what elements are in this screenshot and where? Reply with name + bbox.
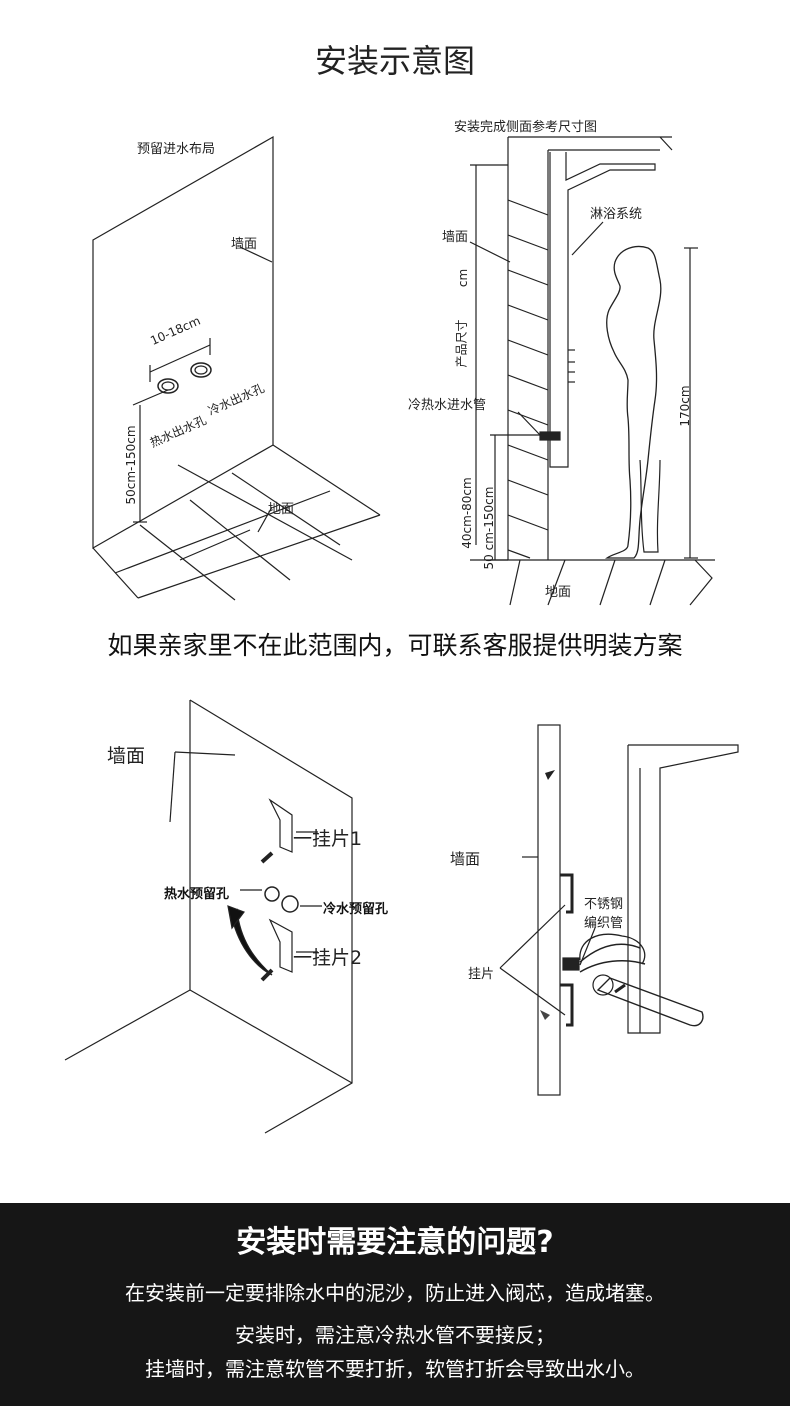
hose-label-line2: 编织管 xyxy=(584,916,624,931)
unit-label: cm xyxy=(456,268,470,288)
diagram3-wall-label: 墙面 xyxy=(107,745,146,767)
diagram4-bracket-label: 挂片 xyxy=(468,967,495,982)
bracket2-label: 一挂片2 xyxy=(293,947,363,969)
tip-line-1: 在安装前一定要排除水中的泥沙，防止进入阀芯，造成堵塞。 xyxy=(125,1281,665,1305)
page-title: 安装示意图 xyxy=(314,42,475,80)
diagram1-drawing xyxy=(92,135,381,601)
tip-line-2: 安装时，需注意冷热水管不要接反； xyxy=(235,1323,555,1347)
notice-text: 如果亲家里不在此范围内，可联系客服提供明装方案 xyxy=(107,631,683,660)
diagram4-wall-label: 墙面 xyxy=(450,850,481,868)
person-height-label: 170cm xyxy=(678,385,692,427)
product-size-label: 产品尺寸 xyxy=(454,319,469,368)
diagram1-title: 预留进水布局 xyxy=(137,142,216,157)
diagram1-height-label: 50cm-150cm xyxy=(124,425,138,505)
inlet-pipe-label: 冷热水进水管 xyxy=(408,398,487,413)
diagram1-floor-label: 地面 xyxy=(268,502,295,517)
diagram2-drawing xyxy=(469,136,715,606)
tip-line-3: 挂墙时，需注意软管不要打折，软管打折会导致出水小。 xyxy=(145,1357,645,1381)
diagram3-drawing xyxy=(64,699,353,1134)
range-a-label: 40cm-80cm xyxy=(460,477,474,549)
diagram2-floor-label: 地面 xyxy=(545,585,572,600)
diagram2-wall-label: 墙面 xyxy=(442,230,469,245)
cold-hole-label: 冷水预留孔 xyxy=(323,902,389,917)
hot-hole-label: 热水预留孔 xyxy=(164,887,230,902)
tips-section: 安装时需要注意的问题? 在安装前一定要排除水中的泥沙，防止进入阀芯，造成堵塞。 … xyxy=(0,1203,790,1406)
diagram4-drawing xyxy=(499,724,739,1096)
range-b-label: 50 cm-150cm xyxy=(482,486,496,570)
shower-system-label: 淋浴系统 xyxy=(590,207,643,222)
diagram2-title: 安装完成侧面参考尺寸图 xyxy=(454,120,598,135)
bracket1-label: 一挂片1 xyxy=(293,828,363,850)
diagram1-wall-label: 墙面 xyxy=(231,237,258,252)
tips-title: 安装时需要注意的问题? xyxy=(236,1225,554,1260)
hose-label-line1: 不锈钢 xyxy=(584,897,624,912)
